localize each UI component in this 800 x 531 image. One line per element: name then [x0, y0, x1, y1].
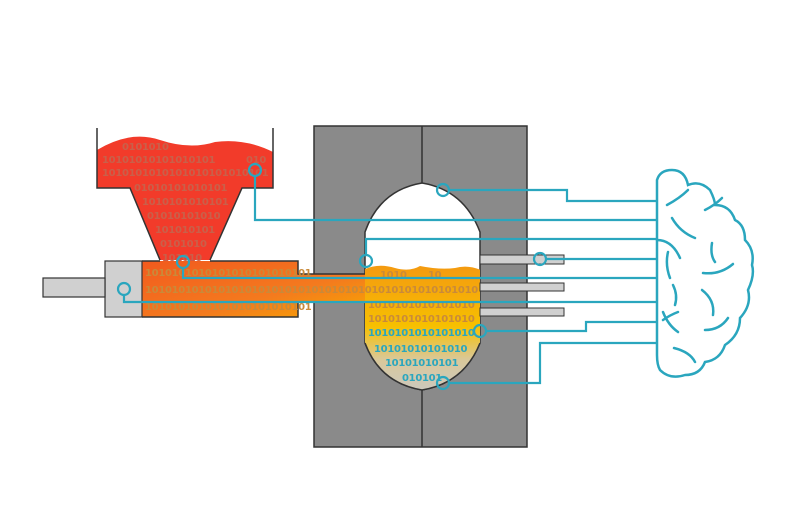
hopper	[96, 128, 274, 261]
binary-row: 1010101010101010	[368, 300, 475, 311]
binary-row: 01010101010	[147, 211, 221, 222]
brain-icon	[655, 168, 755, 378]
binary-row: 10101010101010101	[102, 155, 216, 166]
binary-row: 010	[246, 155, 266, 166]
sensor-node-hopper	[247, 162, 263, 178]
hopper-binary: 0101010 10101010101010101 10101010101010…	[102, 142, 269, 264]
binary-row: 10101010101	[385, 358, 459, 369]
binary-row: 0101010	[122, 142, 169, 153]
sensor-node-cavity-top	[435, 182, 451, 198]
barrel-binary: 1010101010101010101010101 10101010101010…	[145, 268, 479, 313]
sensor-node-nozzle	[175, 254, 191, 270]
hopper-outline	[96, 128, 274, 261]
binary-row: 0101010	[160, 239, 207, 250]
binary-row: 10	[428, 270, 442, 281]
wire-hopper	[253, 176, 657, 222]
ejector-pins	[479, 254, 565, 317]
wire-cavity-bottom	[449, 341, 657, 385]
sensor-node-cavity-bottom	[435, 375, 451, 391]
binary-row: 1010101010101010101010101	[102, 168, 269, 179]
wire-cavity-top	[449, 188, 657, 203]
wire-cavity-wall	[364, 237, 657, 255]
binary-row: 1010	[380, 270, 407, 281]
sensor-node-cavity-wall	[358, 253, 374, 269]
piston	[104, 260, 143, 318]
ejector-pin	[479, 307, 565, 317]
ejector-pin	[479, 282, 565, 292]
sensor-node-ejector-pin	[532, 251, 548, 267]
cavity-binary: 1010 10 1010101010101010 101010101010101…	[368, 270, 475, 384]
wire-nozzle	[181, 268, 657, 280]
binary-row: 1010101010101010	[368, 314, 475, 325]
binary-row: 1010101010101010101010101	[145, 302, 312, 313]
sensor-node-cavity-side	[472, 323, 488, 339]
binary-row: 101010	[162, 253, 202, 264]
sensor-wires	[122, 176, 657, 385]
binary-row: 1010101010101010101010101	[145, 268, 312, 279]
binary-row: 1010101010101010101010101010101010101010…	[145, 285, 478, 296]
wire-cavity-side	[486, 320, 657, 333]
sensor-node-piston	[116, 281, 132, 297]
hopper-melt	[97, 136, 273, 260]
sensor-nodes	[116, 162, 548, 391]
binary-row: 01010101010101	[134, 183, 228, 194]
binary-row: 010101	[402, 373, 442, 384]
binary-row: 1010101010101	[142, 197, 229, 208]
binary-row: 10101010101010	[374, 344, 468, 355]
molded-part	[365, 265, 480, 390]
piston-rod	[42, 277, 106, 298]
binary-row: 1010101010101010	[368, 328, 475, 339]
wire-piston	[122, 295, 657, 304]
binary-row: 101010101	[155, 225, 215, 236]
